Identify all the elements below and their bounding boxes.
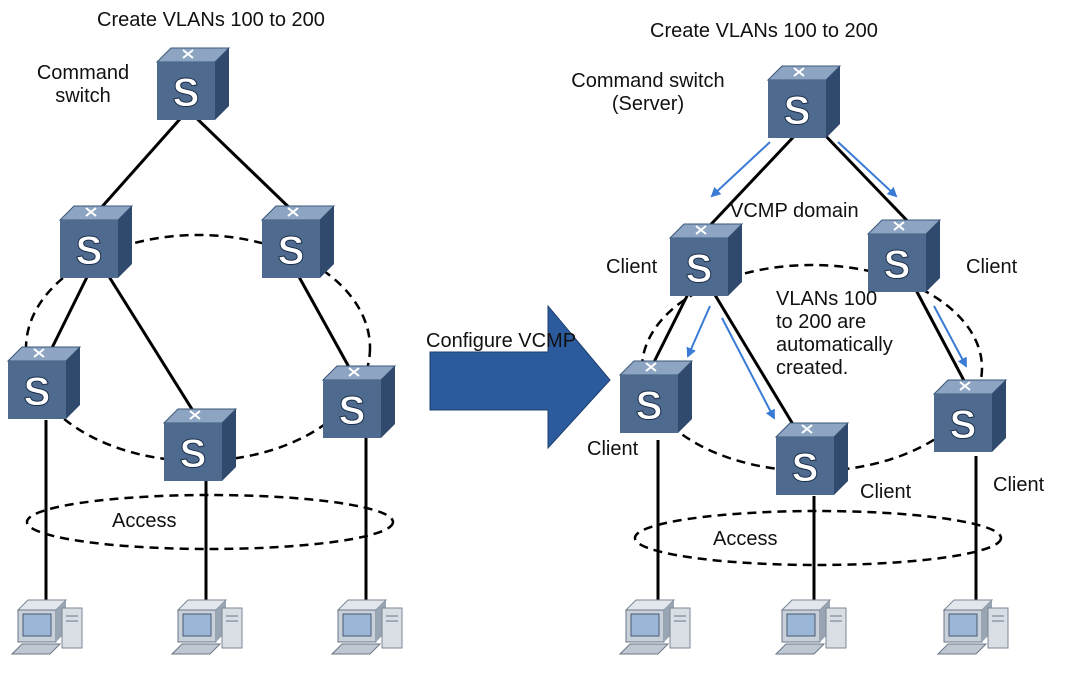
vlan-auto-created-note: VLANs 100 to 200 are automatically creat… <box>776 288 893 380</box>
right-links <box>646 128 978 612</box>
right-command-switch-label: Command switch (Server) <box>548 70 748 116</box>
left-title: Create VLANs 100 to 200 <box>97 9 325 31</box>
switch-icon <box>775 422 849 496</box>
right-command-label-line1: Command switch <box>571 70 725 92</box>
left-links <box>44 108 368 612</box>
pc-icon <box>331 599 403 655</box>
pc-icon <box>775 599 847 655</box>
pc-icon <box>171 599 243 655</box>
switch-icon <box>867 219 941 293</box>
left-access-label: Access <box>112 510 177 532</box>
vcmp-flow-arrows <box>686 141 967 420</box>
left-command-label-line2: switch <box>55 85 111 107</box>
pc-icon <box>937 599 1009 655</box>
client-label: Client <box>966 256 1018 278</box>
left-command-label-line1: Command <box>36 62 130 84</box>
left-access-ellipse <box>25 493 395 551</box>
switch-icon <box>59 205 133 279</box>
switch-icon <box>261 205 335 279</box>
right-access-ellipse <box>633 509 1003 567</box>
pc-icon <box>619 599 691 655</box>
switch-icon <box>669 223 743 297</box>
right-title: Create VLANs 100 to 200 <box>650 20 878 42</box>
configure-vcmp-label: Configure VCMP <box>426 330 577 352</box>
note-line1: VLANs 100 <box>776 288 878 310</box>
pc-icon <box>11 599 83 655</box>
switch-icon <box>933 379 1007 453</box>
switch-icon <box>767 65 841 139</box>
client-label: Client <box>860 481 912 503</box>
switch-icon <box>619 360 693 434</box>
switch-icon <box>7 346 81 420</box>
note-line2: to 200 are <box>776 311 867 333</box>
left-command-switch-label: Command switch <box>30 62 136 108</box>
client-label: Client <box>993 474 1045 496</box>
right-access-label: Access <box>713 528 778 550</box>
client-label: Client <box>606 256 658 278</box>
note-line4: created. <box>776 357 849 379</box>
big-arrow-icon <box>429 304 611 450</box>
vcmp-domain-label: VCMP domain <box>730 200 859 222</box>
client-label: Client <box>587 438 639 460</box>
switch-icon <box>322 365 396 439</box>
note-line3: automatically <box>776 334 893 356</box>
switch-icon <box>163 408 237 482</box>
right-command-label-line2: (Server) <box>611 93 685 115</box>
switch-icon <box>156 47 230 121</box>
